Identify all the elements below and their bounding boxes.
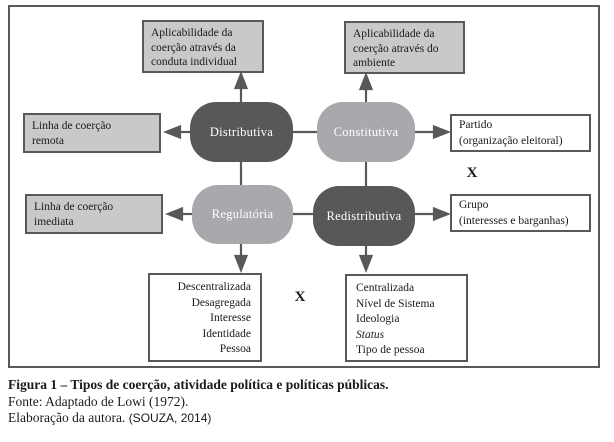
- box-line: Linha de coerção: [32, 120, 112, 132]
- node-label: Redistributiva: [326, 208, 402, 223]
- node-label: Distributiva: [209, 124, 274, 139]
- box-line: (organização eleitoral): [459, 134, 563, 147]
- caption-elaboration: Elaboração da autora.: [8, 410, 126, 425]
- box-linha-coercao-remota: Linha de coerção remota: [23, 113, 161, 153]
- box-line: Interesse: [210, 312, 251, 325]
- caption-title: Figura 1 – Tipos de coerção, atividade p…: [8, 377, 389, 392]
- node-label: Constitutiva: [333, 124, 399, 139]
- box-line: conduta individual: [151, 56, 237, 68]
- box-centralizada-list: Centralizada Nível de Sistema Ideologia …: [345, 274, 468, 362]
- node-label: Regulatória: [211, 207, 274, 221]
- box-descentralizada-list: Descentralizada Desagregada Interesse Id…: [148, 273, 262, 362]
- box-linha-coercao-imediata: Linha de coerção imediata: [25, 194, 163, 234]
- box-line: Centralizada: [356, 282, 415, 294]
- node-constitutiva: Constitutiva: [317, 102, 415, 162]
- x-mark-bottom: X: [294, 289, 306, 305]
- box-line: Aplicabilidade da: [151, 27, 233, 39]
- box-line: Grupo: [459, 199, 489, 211]
- box-line: ambiente: [353, 57, 396, 69]
- box-partido: Partido (organização eleitoral): [450, 114, 591, 152]
- box-line: Pessoa: [219, 343, 251, 356]
- box-line: Linha de coerção: [34, 201, 114, 213]
- box-line: remota: [32, 134, 64, 147]
- box-line: Nível de Sistema: [356, 297, 435, 310]
- caption-elaboration-line: Elaboração da autora. (SOUZA, 2014): [8, 410, 389, 427]
- node-distributiva: Distributiva: [190, 102, 293, 162]
- box-aplicabilidade-conduta-individual: Aplicabilidade da coerção através da con…: [142, 20, 264, 73]
- figure-caption: Figura 1 – Tipos de coerção, atividade p…: [8, 377, 389, 427]
- box-line: coerção através do: [353, 42, 439, 55]
- node-redistributiva: Redistributiva: [313, 186, 415, 246]
- box-line: Partido: [459, 119, 493, 131]
- box-grupo: Grupo (interesses e barganhas): [450, 194, 591, 232]
- x-mark-right: X: [466, 165, 478, 181]
- box-line: (interesses e barganhas): [459, 214, 569, 227]
- box-line: Desagregada: [191, 296, 251, 309]
- caption-source: Fonte: Adaptado de Lowi (1972).: [8, 393, 189, 409]
- box-line-status: Status: [356, 328, 385, 341]
- box-line: imediata: [34, 215, 74, 228]
- box-aplicabilidade-ambiente: Aplicabilidade da coerção através do amb…: [344, 21, 465, 74]
- caption-citation: (SOUZA, 2014): [128, 411, 212, 425]
- box-line: Descentralizada: [177, 281, 251, 293]
- node-regulatoria: Regulatória: [192, 185, 293, 244]
- figure-border: [8, 5, 600, 368]
- box-line: Ideologia: [356, 313, 400, 326]
- box-line: coerção através da: [151, 41, 236, 54]
- box-line: Identidade: [202, 327, 251, 340]
- box-line: Aplicabilidade da: [353, 28, 435, 40]
- box-line: Tipo de pessoa: [356, 344, 425, 357]
